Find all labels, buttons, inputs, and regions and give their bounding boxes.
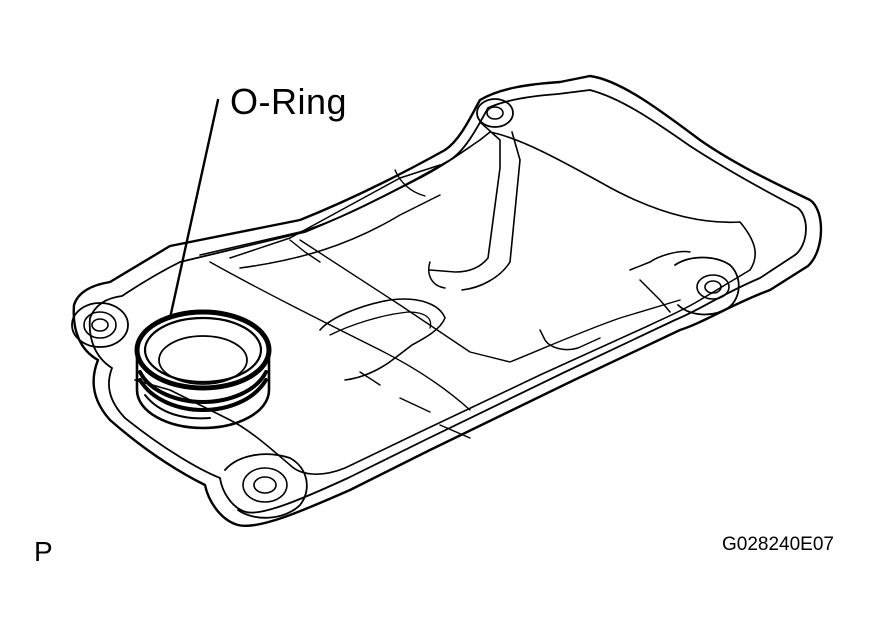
callout-leader-line [170,100,218,318]
mount-boss-left [72,303,128,347]
right-rib [630,252,690,312]
mount-boss-top [477,99,513,127]
pocket-inner [330,312,431,335]
strainer-pan-body [135,132,755,474]
corner-code: P [34,536,53,567]
o-ring-neck [137,312,269,428]
top-plate-line-1 [230,165,440,268]
stiffener-rib [430,122,520,290]
o-ring-callout-label: O-Ring [230,81,348,122]
figure-id: G028240E07 [722,534,834,555]
mount-boss-bottom [225,454,307,518]
emboss-mark [540,330,600,350]
pan-rim-line [210,262,470,410]
top-plate-line-2 [290,170,425,262]
pan-floor-line-2 [360,372,470,438]
strainer-inner-edge [90,90,806,513]
strainer-pocket [320,299,445,380]
strainer-outer-edge [74,76,821,526]
mount-boss-right [675,258,739,315]
rib-hook [429,262,445,288]
